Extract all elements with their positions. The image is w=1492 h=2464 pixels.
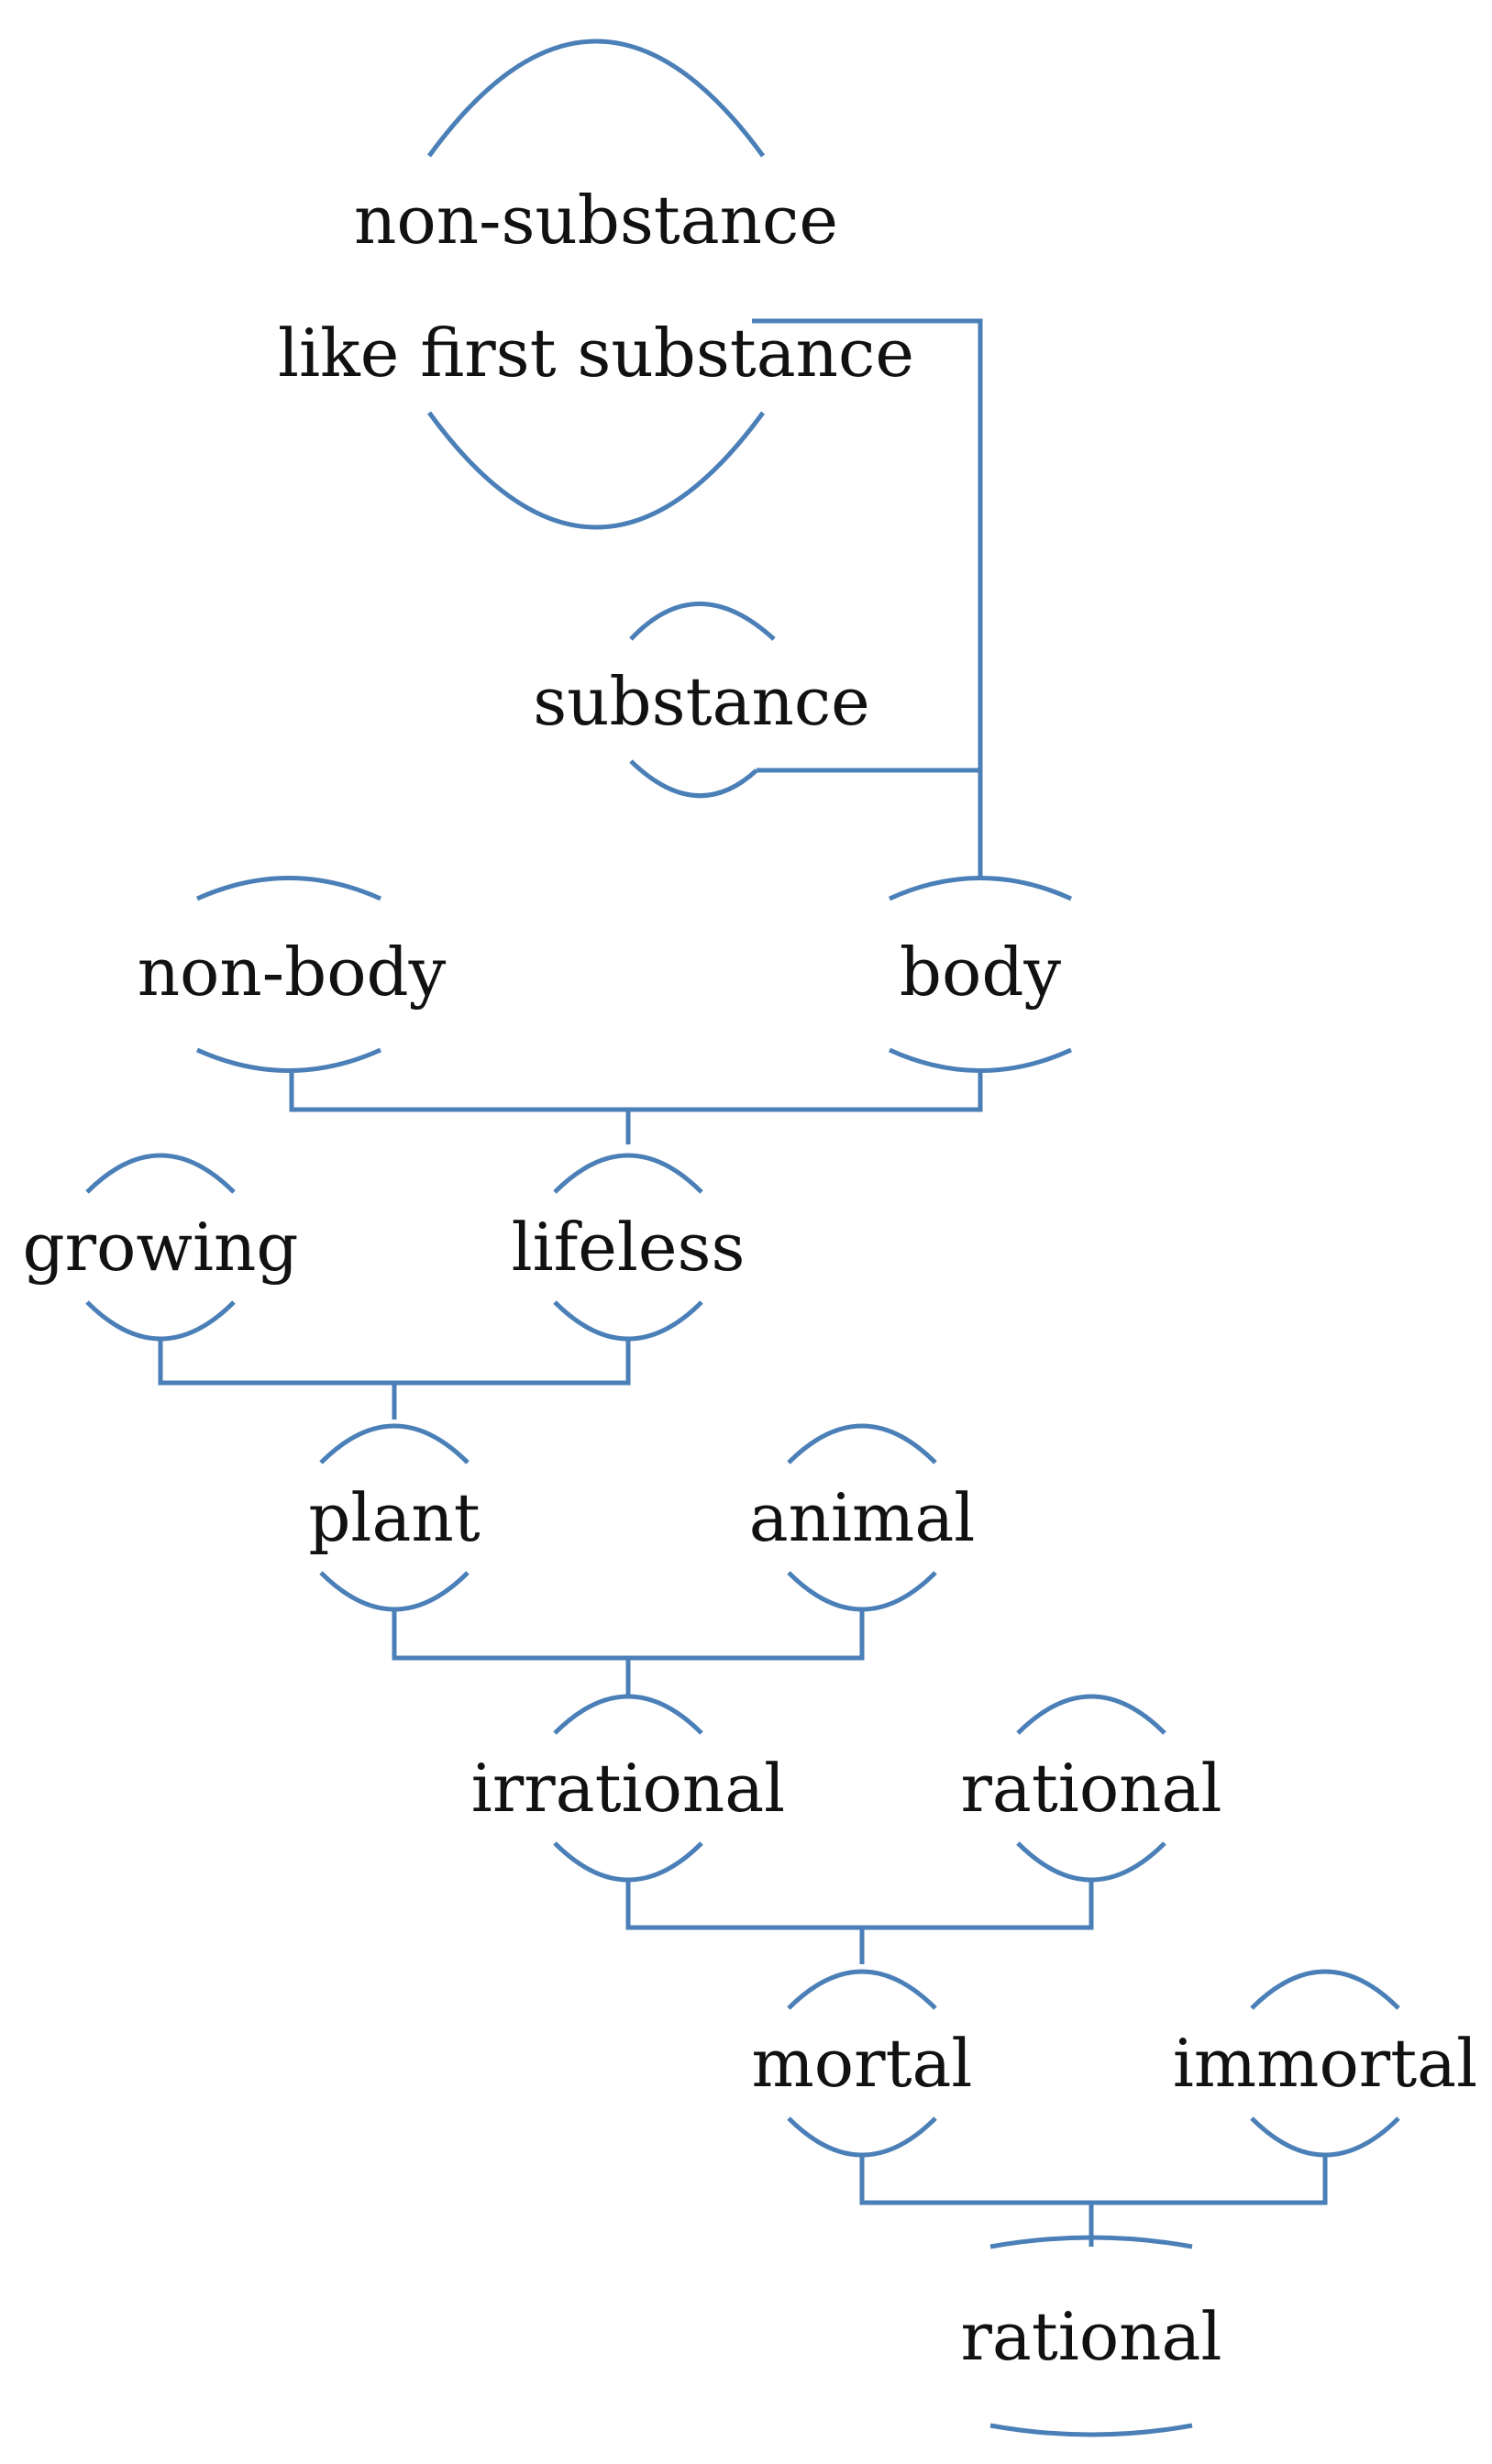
label-immortal: immortal (1172, 2025, 1478, 2102)
arc-mortal-top (787, 1969, 937, 2010)
arc-animal-top (787, 1423, 937, 1464)
arc-animal-bottom (787, 1571, 937, 1612)
arc-plant-top (319, 1423, 470, 1464)
arc-irrational-bottom (553, 1841, 703, 1883)
arc-rational-top (1016, 1694, 1166, 1735)
arc-mortal-bottom (787, 2116, 937, 2158)
arc-substance-top (629, 602, 776, 641)
label-substance: substance (533, 663, 870, 740)
arc-non-substance-top (426, 39, 766, 158)
label-animal: animal (748, 1479, 976, 1556)
label-lifeless: lifeless (511, 1209, 746, 1286)
label-non-body: non-body (137, 934, 447, 1011)
arc-substance-bottom (629, 759, 758, 799)
label-growing: growing (22, 1209, 299, 1286)
arc-non-body-bottom (195, 1047, 382, 1073)
arc-lifeless-bottom (553, 1300, 703, 1342)
arc-rational-bottom (1016, 1841, 1166, 1883)
arc-like-first-substance-bottom (426, 411, 766, 530)
arc-non-body-top (195, 876, 382, 901)
label-rational: rational (960, 1750, 1222, 1827)
arc-lifeless-top (553, 1153, 703, 1194)
arc-irrational-top (553, 1694, 703, 1735)
label-mortal: mortal (751, 2025, 973, 2102)
connector-irrational-rational (625, 1880, 1094, 1930)
arc-body-top (888, 876, 1073, 901)
arc-immortal-bottom (1250, 2116, 1400, 2158)
label-rational-bottom: rational (960, 2298, 1222, 2375)
connector-plant-animal (392, 1609, 865, 1661)
arc-rational-bottom-bottom (989, 2423, 1193, 2437)
connector-growing-lifeless (158, 1339, 631, 1386)
arc-growing-top (85, 1153, 236, 1194)
arc-rational-bottom-top (989, 2235, 1193, 2249)
label-body: body (899, 934, 1062, 1011)
connector-like-first-substance (752, 318, 983, 880)
label-irrational: irrational (470, 1750, 786, 1827)
label-like-first-substance: like first substance (278, 315, 914, 392)
label-plant: plant (308, 1479, 481, 1556)
arc-growing-bottom (85, 1300, 236, 1342)
arc-body-bottom (888, 1047, 1073, 1073)
label-non-substance: non-substance (354, 182, 838, 259)
connector-non-body-body (289, 1073, 983, 1112)
arc-immortal-top (1250, 1969, 1400, 2010)
connector-mortal-immortal (859, 2155, 1328, 2205)
arc-plant-bottom (319, 1571, 470, 1612)
